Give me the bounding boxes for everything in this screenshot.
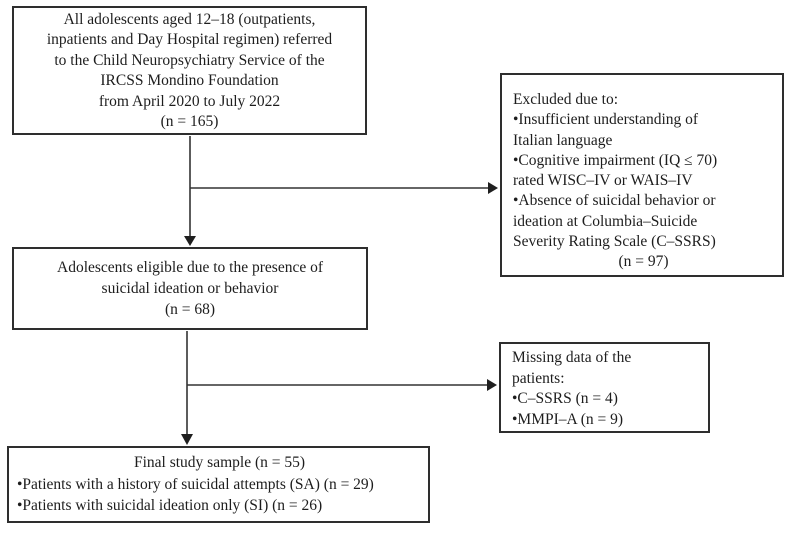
box-eligible-text: Adolescents eligible due to the presence… — [57, 259, 323, 318]
box-excluded-bullet-absence: •Absence of suicidal behavior or ideatio… — [513, 192, 716, 251]
arrowhead-down-into-eligible — [184, 236, 196, 246]
box-missing-bullet-mmpi: •MMPI–A (n = 9) — [512, 410, 624, 428]
box-final-bullet-sa: •Patients with a history of suicidal att… — [17, 475, 374, 493]
arrowhead-right-into-excluded — [488, 182, 498, 194]
box-missing-bullet-cssrs: •C–SSRS (n = 4) — [512, 390, 618, 407]
box-population: All adolescents aged 12–18 (outpatients,… — [12, 6, 367, 135]
box-excluded-title: Excluded due to: — [513, 91, 619, 108]
arrowhead-right-into-missing — [487, 379, 497, 391]
box-missing-title: Missing data of the patients: — [512, 349, 632, 387]
box-missing-data: Missing data of the patients: •C–SSRS (n… — [499, 342, 710, 433]
box-final-title: Final study sample (n = 55) — [133, 454, 306, 471]
box-excluded-bullet-language: •Insufficient understanding of Italian l… — [513, 111, 699, 149]
box-final-bullet-si: •Patients with suicidal ideation only (S… — [17, 497, 323, 514]
box-excluded-n-label: (n = 97) — [618, 253, 669, 271]
box-population-text: All adolescents aged 12–18 (outpatients,… — [46, 11, 333, 131]
box-excluded-bullet-cognitive: •Cognitive impairment (IQ ≤ 70) rated WI… — [513, 151, 718, 190]
box-eligible: Adolescents eligible due to the presence… — [12, 247, 368, 330]
arrowhead-down-into-final — [181, 434, 193, 445]
box-final-sample: Final study sample (n = 55) •Patients wi… — [7, 446, 430, 523]
box-excluded: Excluded due to: •Insufficient understan… — [500, 73, 784, 277]
